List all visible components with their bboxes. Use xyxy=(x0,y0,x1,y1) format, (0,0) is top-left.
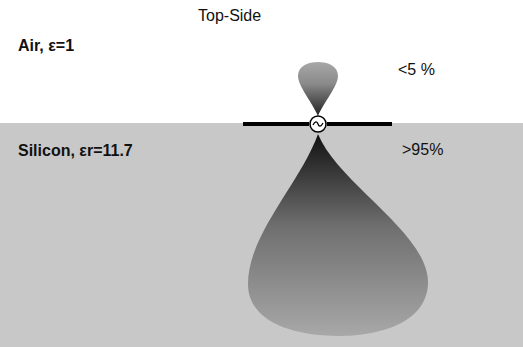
air-lobe xyxy=(298,62,338,116)
antenna-arm xyxy=(243,122,309,126)
diagram-title: Top-Side xyxy=(198,6,261,25)
source-tilde xyxy=(313,122,323,126)
material-label: Silicon, εr=11.7 xyxy=(18,141,133,160)
material-label: Air, ε=1 xyxy=(18,36,74,55)
substrate-lobe xyxy=(248,134,428,336)
percentage-label: <5 % xyxy=(398,60,435,79)
percentage-label: >95% xyxy=(402,140,443,159)
antenna-arm xyxy=(327,122,392,126)
source-symbol xyxy=(310,116,326,132)
